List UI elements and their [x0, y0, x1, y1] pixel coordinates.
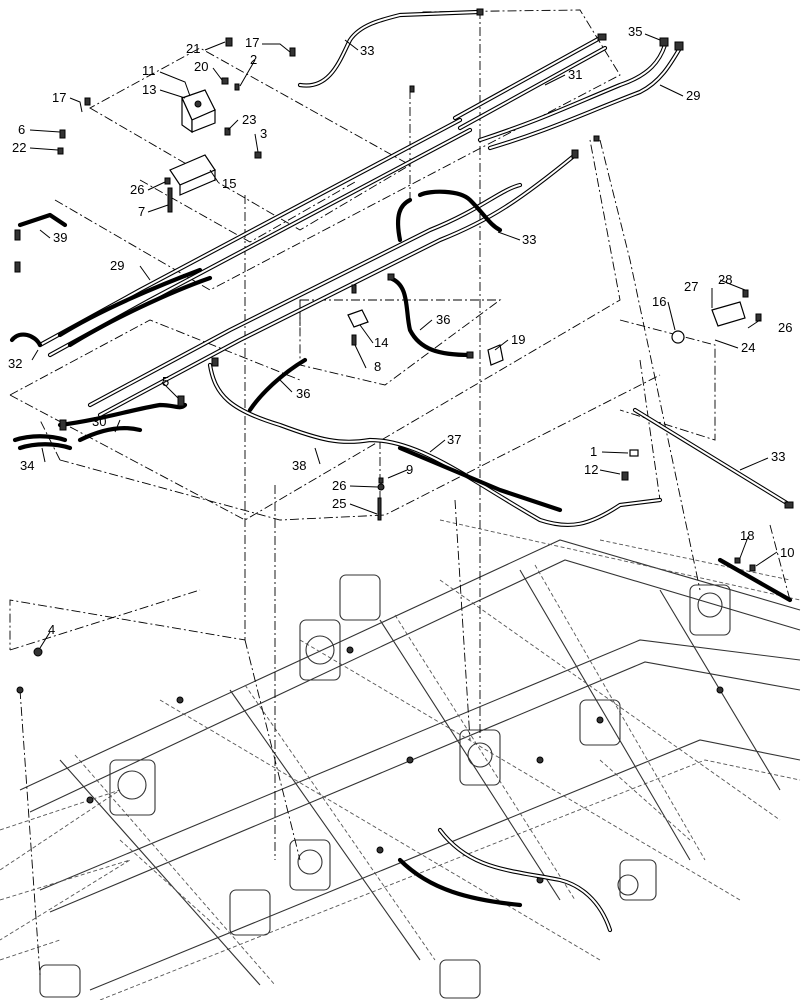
- callout-37: 37: [447, 432, 461, 447]
- callout-19: 19: [511, 332, 525, 347]
- callout-36: 36: [436, 312, 450, 327]
- callout-21: 21: [186, 41, 200, 56]
- callout-7: 7: [138, 204, 145, 219]
- quick-coupler-icon: [16, 647, 43, 694]
- toolbar-frame: [0, 519, 801, 1000]
- coupler-icon: [59, 395, 185, 431]
- bracket-icon: [169, 154, 216, 196]
- callout-20: 20: [194, 59, 208, 74]
- callout-12: 12: [584, 462, 598, 477]
- callout-1: 1: [590, 444, 597, 459]
- phantom-grouping-lines: [9, 9, 791, 976]
- callout-31: 31: [568, 67, 582, 82]
- callout-8: 8: [374, 359, 381, 374]
- callout-13: 13: [142, 82, 156, 97]
- callout-26: 26: [130, 182, 144, 197]
- callout-35: 35: [628, 24, 642, 39]
- callout-23: 23: [242, 112, 256, 127]
- callout-28: 28: [718, 272, 732, 287]
- callout-29: 29: [110, 258, 124, 273]
- callout-30: 30: [92, 414, 106, 429]
- callout-33: 33: [771, 449, 785, 464]
- callout-10: 10: [780, 545, 794, 560]
- callout-leaders: [29, 33, 778, 649]
- callout-26: 26: [332, 478, 346, 493]
- callout-18: 18: [740, 528, 754, 543]
- clamp-bracket-icon: [671, 289, 762, 344]
- callout-27: 27: [684, 279, 698, 294]
- callout-29: 29: [686, 88, 700, 103]
- callout-17: 17: [52, 90, 66, 105]
- callout-9: 9: [406, 462, 413, 477]
- callout-34: 34: [20, 458, 34, 473]
- callout-24: 24: [741, 340, 755, 355]
- callout-2: 2: [250, 52, 257, 67]
- callout-6: 6: [18, 122, 25, 137]
- callout-36: 36: [296, 386, 310, 401]
- callout-32: 32: [8, 356, 22, 371]
- tee-fitting-icon: [621, 449, 639, 481]
- callout-17: 17: [245, 35, 259, 50]
- callout-26: 26: [778, 320, 792, 335]
- hydraulic-hoses: [9, 9, 793, 933]
- callout-labels: 21 17 20 2 33 35 31 29 11 13 17 6 22 23 …: [8, 24, 794, 637]
- bolt-icon: [57, 37, 296, 213]
- callout-4: 4: [48, 622, 55, 637]
- callout-16: 16: [652, 294, 666, 309]
- bolt-icon: [377, 477, 385, 521]
- callout-3: 3: [260, 126, 267, 141]
- callout-14: 14: [374, 335, 388, 350]
- hose-end-icon: [14, 8, 794, 509]
- callout-39: 39: [53, 230, 67, 245]
- valve-block-icon: [181, 89, 216, 134]
- callout-25: 25: [332, 496, 346, 511]
- callout-38: 38: [292, 458, 306, 473]
- fitting-icon: [487, 344, 504, 366]
- callout-33: 33: [360, 43, 374, 58]
- clamp-icon: [347, 284, 369, 346]
- nut-icon: [734, 557, 756, 572]
- callout-5: 5: [162, 374, 169, 389]
- components: [14, 8, 794, 694]
- callout-11: 11: [142, 63, 156, 78]
- callout-22: 22: [12, 140, 26, 155]
- callout-33: 33: [522, 232, 536, 247]
- callout-15: 15: [222, 176, 236, 191]
